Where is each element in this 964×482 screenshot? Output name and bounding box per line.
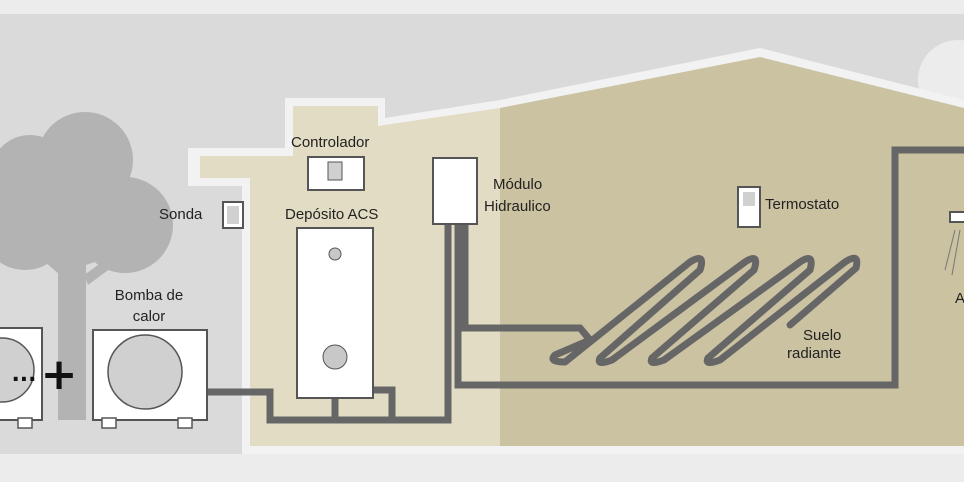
heat-pump-icon xyxy=(92,329,208,429)
ellipsis-symbol: ... xyxy=(11,362,36,387)
cut-off-label: A xyxy=(955,290,964,307)
underfloor-label-line2: radiante xyxy=(787,345,842,362)
heat-pump-label-line1: Bomba de xyxy=(114,287,184,304)
underfloor-heating-coil xyxy=(549,254,861,367)
hydraulic-module-label-line2: Hidraulico xyxy=(484,198,551,215)
dhw-tank-label: Depósito ACS xyxy=(285,206,379,223)
controller-label: Controlador xyxy=(291,134,370,151)
controller-icon xyxy=(307,156,365,191)
plus-symbol: + xyxy=(41,349,78,400)
hydraulic-module-label-line1: Módulo xyxy=(493,176,543,193)
tree-icon xyxy=(0,112,173,420)
partial-unit-icon xyxy=(944,211,964,276)
house-wall-dark xyxy=(500,57,964,446)
sensor-icon xyxy=(222,201,244,229)
dhw-tank-icon xyxy=(296,227,374,399)
pipe-network xyxy=(208,146,964,424)
thermostat-icon xyxy=(737,186,761,228)
hydraulic-module-icon xyxy=(432,157,478,225)
underfloor-label-line1: Suelo xyxy=(803,327,842,344)
thermostat-label: Termostato xyxy=(765,196,840,213)
heat-pump-label-line2: calor xyxy=(132,308,166,325)
heat-pump-partial-icon xyxy=(0,327,43,429)
sensor-label: Sonda xyxy=(159,206,203,223)
